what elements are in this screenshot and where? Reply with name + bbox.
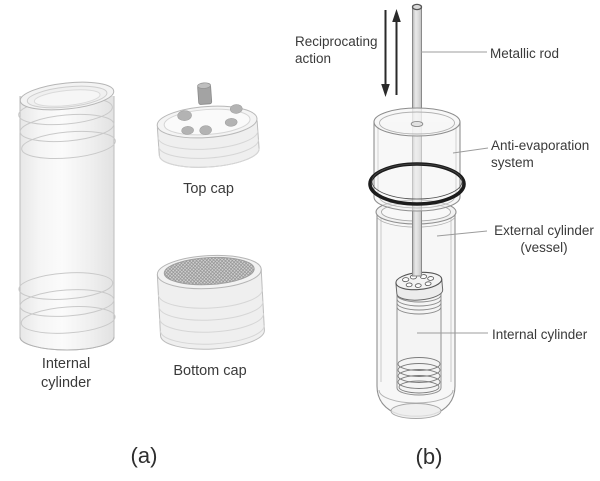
anti-evaporation-leader — [452, 147, 489, 154]
bottom-cap-label: Bottom cap — [173, 363, 247, 379]
internal-cylinder-neck-threads — [396, 294, 442, 315]
external-cylinder-label: External cylinder (vessel) — [494, 223, 594, 255]
top-cap-label: Top cap — [183, 181, 234, 197]
panel-b-caption: (b) — [415, 444, 443, 469]
internal-cylinder-assembled-drawing — [395, 271, 444, 396]
reciprocating-arrows — [381, 9, 401, 97]
reciprocating-action-label: Reciprocating action — [295, 34, 378, 66]
bottom-cap-drawing — [156, 254, 265, 350]
internal-cylinder-drawing — [18, 81, 116, 351]
panel-a-caption: (a) — [130, 443, 158, 468]
o-ring-drawing — [368, 162, 466, 206]
internal-cylinder-b-label: Internal cylinder — [492, 327, 588, 342]
internal-cylinder-cap — [395, 271, 444, 301]
top-cap-boss — [197, 82, 213, 105]
external-cylinder-leader — [436, 230, 488, 237]
top-cap-holes — [177, 104, 243, 135]
anti-evaporation-label: Anti-evaporation system — [491, 138, 590, 170]
down-arrow-icon — [381, 10, 390, 97]
bottom-cap-mesh — [163, 256, 255, 286]
internal-cylinder-label: Internal cylinder — [41, 356, 91, 391]
leader-lines — [417, 51, 489, 334]
top-cap-drawing — [156, 82, 260, 168]
internal-cylinder-bottom-threads — [397, 357, 441, 394]
metallic-rod-label: Metallic rod — [490, 46, 560, 61]
up-arrow-icon — [392, 9, 401, 95]
anti-evaporation-cup-drawing — [373, 107, 461, 212]
